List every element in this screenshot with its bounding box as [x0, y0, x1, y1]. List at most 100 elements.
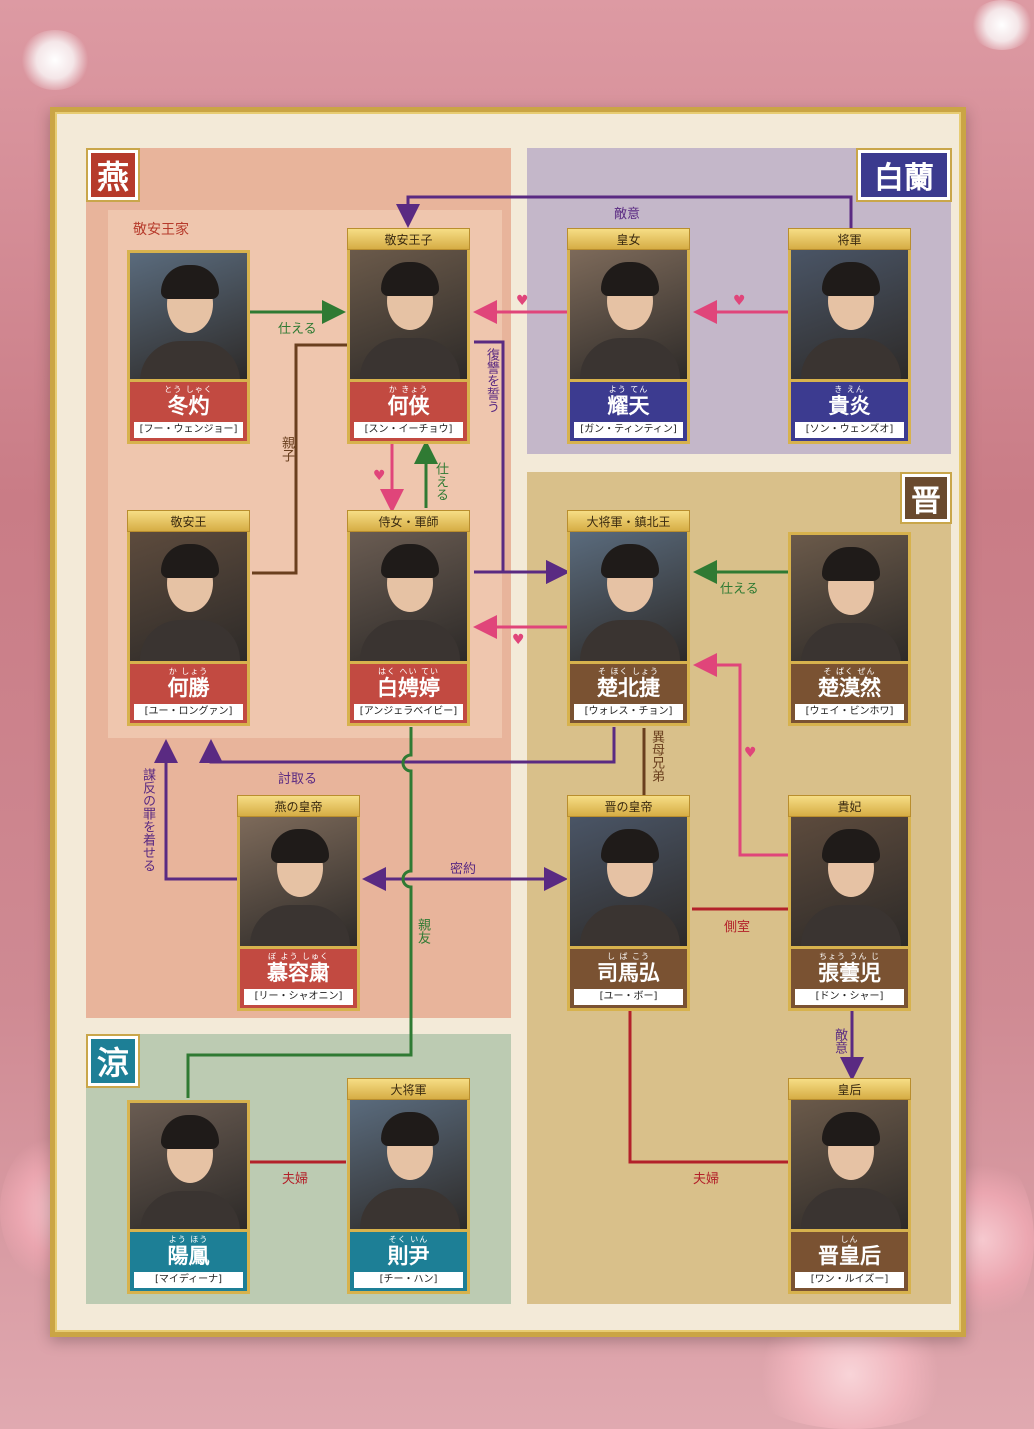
- portrait-robe: [580, 620, 680, 661]
- label-pact: 密約: [450, 862, 477, 877]
- character-card-baipingting: 侍女・軍師はく へい てい白娉婷[アンジェラベイビー]: [347, 510, 470, 726]
- line-friend: [186, 727, 413, 1098]
- portrait-hair: [381, 1112, 439, 1146]
- badge-liang: 涼: [88, 1036, 138, 1086]
- character-name: 則尹: [387, 1243, 430, 1268]
- character-name: 楚北捷: [597, 675, 660, 700]
- character-title: 敬安王: [127, 510, 250, 532]
- character-portrait: [788, 250, 911, 382]
- character-portrait: [347, 1100, 470, 1232]
- character-name: 何勝: [167, 675, 210, 700]
- character-portrait: [567, 250, 690, 382]
- portrait-hair: [601, 829, 659, 863]
- actor-name: [マイディーナ]: [134, 1272, 243, 1288]
- label-serve3: 仕える: [720, 582, 759, 597]
- portrait-hair: [381, 544, 439, 578]
- portrait-hair: [161, 265, 219, 299]
- portrait-robe: [580, 905, 680, 946]
- family-label: 敬安王家: [133, 222, 189, 238]
- character-portrait: [347, 532, 470, 664]
- character-ruby: よう てん: [608, 385, 649, 394]
- blossom-top-right: [970, 0, 1034, 50]
- character-nameplate: そく いん則尹[チー・ハン]: [347, 1232, 470, 1294]
- character-title: 将軍: [788, 228, 911, 250]
- character-portrait: [567, 817, 690, 949]
- actor-name: [ユー・ロングァン]: [134, 704, 243, 720]
- actor-name: [フー・ウェンジョー]: [134, 422, 243, 438]
- character-portrait: [127, 250, 250, 382]
- character-card-hesheng: 敬安王か しょう何勝[ユー・ロングァン]: [127, 510, 250, 726]
- portrait-hair: [822, 547, 880, 581]
- character-nameplate: ちょう うん じ張蕓児[ドン・シャー]: [788, 949, 911, 1011]
- label-concubine: 側室: [724, 920, 751, 935]
- portrait-hair: [822, 1112, 880, 1146]
- line-enmity-top: [396, 195, 853, 230]
- character-ruby: とう しゃく: [164, 385, 213, 394]
- actor-name: [スン・イーチョウ]: [354, 422, 463, 438]
- character-nameplate: よう てん耀天[ガン・ティンティン]: [567, 382, 690, 444]
- actor-name: [リー・シャオニン]: [244, 989, 353, 1005]
- svg-text:♥: ♥: [733, 293, 746, 309]
- character-title: 皇后: [788, 1078, 911, 1100]
- character-ruby: そ ばく ぜん: [823, 667, 876, 676]
- character-card-murongsu: 燕の皇帝ぼ よう しゅく慕容粛[リー・シャオニン]: [237, 795, 360, 1011]
- portrait-hair: [601, 544, 659, 578]
- svg-text:♥: ♥: [512, 632, 525, 648]
- character-card-chumoran: そ ばく ぜん楚漠然[ウェイ・ビンホワ]: [788, 532, 911, 726]
- character-card-simahong: 晋の皇帝し ば こう司馬弘[ユー・ボー]: [567, 795, 690, 1011]
- character-ruby: ぼ よう しゅく: [267, 952, 330, 961]
- character-ruby: し ば こう: [606, 952, 651, 961]
- character-card-dongshuo: とう しゃく冬灼[フー・ウェンジョー]: [127, 250, 250, 444]
- portrait-robe: [360, 338, 460, 379]
- character-name: 貴炎: [828, 393, 871, 418]
- character-card-guiyan: 将軍き えん貴炎[ソン・ウェンズオ]: [788, 228, 911, 444]
- character-card-yangfeng: よう ほう陽鳳[マイディーナ]: [127, 1100, 250, 1294]
- character-portrait: [127, 1100, 250, 1232]
- label-half-brother: 異母兄弟: [649, 730, 664, 782]
- label-couple1: 夫婦: [282, 1172, 309, 1187]
- portrait-robe: [801, 338, 901, 379]
- svg-text:♥: ♥: [516, 293, 529, 309]
- actor-name: [ワン・ルイズー]: [795, 1272, 904, 1288]
- svg-text:♥: ♥: [373, 468, 386, 484]
- line-frame-crime: [154, 739, 238, 881]
- badge-jin: 晋: [902, 474, 950, 522]
- portrait-hair: [161, 1115, 219, 1149]
- badge-bailan: 白蘭: [858, 150, 950, 200]
- line-killed: [199, 727, 616, 764]
- character-nameplate: か きょう何侠[スン・イーチョウ]: [347, 382, 470, 444]
- portrait-robe: [360, 620, 460, 661]
- line-couple-jin: [628, 1006, 788, 1164]
- portrait-robe: [801, 623, 901, 661]
- character-nameplate: そ ほく しょう楚北捷[ウォレス・チョン]: [567, 664, 690, 726]
- line-love-zhang: [693, 653, 788, 857]
- character-nameplate: し ば こう司馬弘[ユー・ボー]: [567, 949, 690, 1011]
- label-couple2: 夫婦: [693, 1172, 720, 1187]
- portrait-hair: [381, 262, 439, 296]
- character-name: 何侠: [387, 393, 430, 418]
- portrait-robe: [140, 341, 240, 379]
- character-nameplate: き えん貴炎[ソン・ウェンズオ]: [788, 382, 911, 444]
- line-parent: [252, 343, 349, 575]
- portrait-hair: [822, 262, 880, 296]
- character-portrait: [567, 532, 690, 664]
- label-enmity2: 敵意: [832, 1028, 847, 1054]
- portrait-robe: [250, 905, 350, 946]
- character-nameplate: そ ばく ぜん楚漠然[ウェイ・ビンホワ]: [788, 664, 911, 726]
- portrait-robe: [360, 1188, 460, 1229]
- character-nameplate: しん晋皇后[ワン・ルイズー]: [788, 1232, 911, 1294]
- character-name: 晋皇后: [818, 1243, 881, 1268]
- character-title: 晋の皇帝: [567, 795, 690, 817]
- character-card-zhangyuner: 貴妃ちょう うん じ張蕓児[ドン・シャー]: [788, 795, 911, 1011]
- actor-name: [ユー・ボー]: [574, 989, 683, 1005]
- label-enmity-top: 敵意: [614, 207, 641, 222]
- character-ruby: はく へい てい: [377, 667, 440, 676]
- portrait-robe: [801, 905, 901, 946]
- label-friend: 親友: [415, 918, 430, 944]
- character-card-jinhuanghou: 皇后しん晋皇后[ワン・ルイズー]: [788, 1078, 911, 1294]
- character-portrait: [788, 532, 911, 664]
- character-ruby: よう ほう: [168, 1235, 209, 1244]
- character-title: 燕の皇帝: [237, 795, 360, 817]
- character-portrait: [788, 1100, 911, 1232]
- character-title: 皇女: [567, 228, 690, 250]
